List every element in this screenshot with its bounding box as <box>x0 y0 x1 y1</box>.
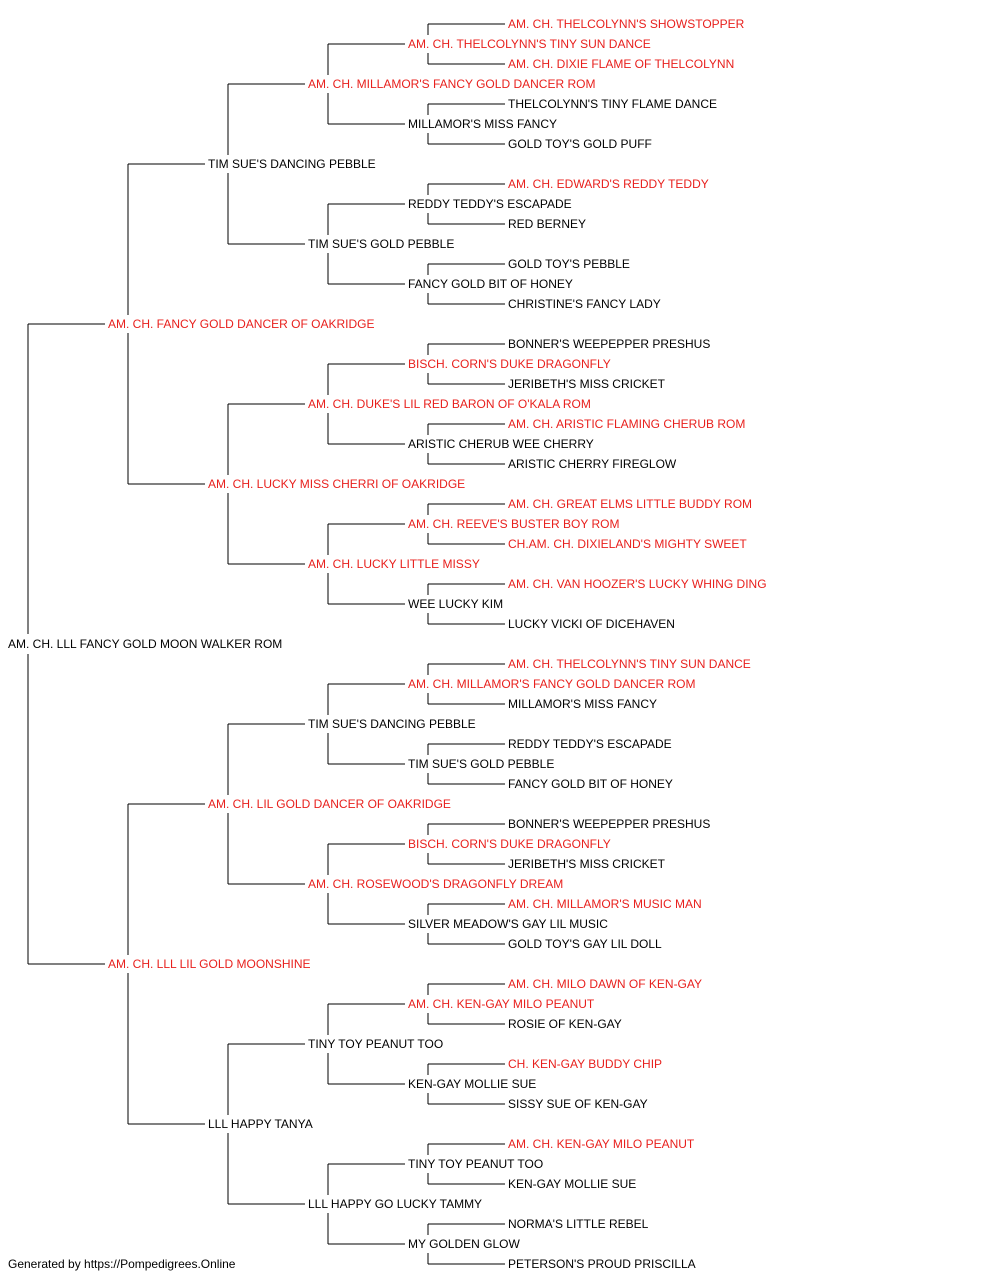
pedigree-name-sssd: MILLAMOR'S MISS FANCY <box>408 117 557 131</box>
pedigree-name-dsdds: AM. CH. MILLAMOR'S MUSIC MAN <box>508 897 702 911</box>
pedigree-name-sssdd: GOLD TOY'S GOLD PUFF <box>508 137 652 151</box>
pedigree-name-ssdds: GOLD TOY'S PEBBLE <box>508 257 630 271</box>
pedigree-name-ddss: AM. CH. KEN-GAY MILO PEANUT <box>408 997 595 1011</box>
pedigree-name-ddssd: ROSIE OF KEN-GAY <box>508 1017 622 1031</box>
pedigree-name-ssdd: FANCY GOLD BIT OF HONEY <box>408 277 573 291</box>
pedigree-name-ds: AM. CH. LIL GOLD DANCER OF OAKRIDGE <box>208 797 451 811</box>
pedigree-name-ssds: REDDY TEDDY'S ESCAPADE <box>408 197 572 211</box>
footer-credit: Generated by https://Pompedigrees.Online <box>8 1257 236 1271</box>
pedigree-name-dd: LLL HAPPY TANYA <box>208 1117 313 1131</box>
pedigree-name-sdddd: LUCKY VICKI OF DICEHAVEN <box>508 617 675 631</box>
pedigree-name-dsddd: GOLD TOY'S GAY LIL DOLL <box>508 937 662 951</box>
pedigree-name-dsdss: BONNER'S WEEPEPPER PRESHUS <box>508 817 710 831</box>
pedigree-name-sdss: BISCH. CORN'S DUKE DRAGONFLY <box>408 357 611 371</box>
pedigree-name-dsss: AM. CH. MILLAMOR'S FANCY GOLD DANCER ROM <box>408 677 695 691</box>
pedigree-name-sssds: THELCOLYNN'S TINY FLAME DANCE <box>508 97 717 111</box>
pedigree-name-sdsss: BONNER'S WEEPEPPER PRESHUS <box>508 337 710 351</box>
pedigree-name-sss: AM. CH. MILLAMOR'S FANCY GOLD DANCER ROM <box>308 77 595 91</box>
pedigree-name-ddd: LLL HAPPY GO LUCKY TAMMY <box>308 1197 482 1211</box>
pedigree-name-dssds: REDDY TEDDY'S ESCAPADE <box>508 737 672 751</box>
pedigree-name-ssddd: CHRISTINE'S FANCY LADY <box>508 297 661 311</box>
pedigree-name-dds: TINY TOY PEANUT TOO <box>308 1037 443 1051</box>
pedigree-name-ssss: AM. CH. THELCOLYNN'S TINY SUN DANCE <box>408 37 651 51</box>
pedigree-name-dsdd: SILVER MEADOW'S GAY LIL MUSIC <box>408 917 608 931</box>
pedigree-name-dddss: AM. CH. KEN-GAY MILO PEANUT <box>508 1137 695 1151</box>
pedigree-name-sd: AM. CH. LUCKY MISS CHERRI OF OAKRIDGE <box>208 477 465 491</box>
pedigree-name-sdsdd: ARISTIC CHERRY FIREGLOW <box>508 457 677 471</box>
pedigree-name-ssssd: AM. CH. DIXIE FLAME OF THELCOLYNN <box>508 57 734 71</box>
pedigree-name-dsssd: MILLAMOR'S MISS FANCY <box>508 697 657 711</box>
pedigree-name-sdssd: JERIBETH'S MISS CRICKET <box>508 377 666 391</box>
pedigree-name-sddd: WEE LUCKY KIM <box>408 597 503 611</box>
pedigree-name-sddsd: CH.AM. CH. DIXIELAND'S MIGHTY SWEET <box>508 537 747 551</box>
pedigree-name-ddsds: CH. KEN-GAY BUDDY CHIP <box>508 1057 662 1071</box>
pedigree-name-sddds: AM. CH. VAN HOOZER'S LUCKY WHING DING <box>508 577 767 591</box>
pedigree-name-ss: TIM SUE'S DANCING PEBBLE <box>208 157 376 171</box>
pedigree-name-ssdsd: RED BERNEY <box>508 217 586 231</box>
pedigree-name-dssss: AM. CH. THELCOLYNN'S TINY SUN DANCE <box>508 657 751 671</box>
pedigree-name-ddds: TINY TOY PEANUT TOO <box>408 1157 543 1171</box>
pedigree-name-ddddd: PETERSON'S PROUD PRISCILLA <box>508 1257 696 1271</box>
pedigree-name-sdsds: AM. CH. ARISTIC FLAMING CHERUB ROM <box>508 417 745 431</box>
pedigree-name-sddss: AM. CH. GREAT ELMS LITTLE BUDDY ROM <box>508 497 752 511</box>
pedigree-name-dddds: NORMA'S LITTLE REBEL <box>508 1217 649 1231</box>
pedigree-name-root: AM. CH. LLL FANCY GOLD MOON WALKER ROM <box>8 637 282 651</box>
pedigree-name-dsd: AM. CH. ROSEWOOD'S DRAGONFLY DREAM <box>308 877 563 891</box>
pedigree-name-dsds: BISCH. CORN'S DUKE DRAGONFLY <box>408 837 611 851</box>
pedigree-name-sssss: AM. CH. THELCOLYNN'S SHOWSTOPPER <box>508 17 745 31</box>
pedigree-name-sdd: AM. CH. LUCKY LITTLE MISSY <box>308 557 480 571</box>
pedigree-name-dsdsd: JERIBETH'S MISS CRICKET <box>508 857 666 871</box>
pedigree-name-dssdd: FANCY GOLD BIT OF HONEY <box>508 777 673 791</box>
pedigree-name-dddd: MY GOLDEN GLOW <box>408 1237 520 1251</box>
pedigree-name-dssd: TIM SUE'S GOLD PEBBLE <box>408 757 554 771</box>
pedigree-name-ddsss: AM. CH. MILO DAWN OF KEN-GAY <box>508 977 702 991</box>
pedigree-name-d: AM. CH. LLL LIL GOLD MOONSHINE <box>108 957 311 971</box>
pedigree-name-dddsd: KEN-GAY MOLLIE SUE <box>508 1177 636 1191</box>
pedigree-name-sdsd: ARISTIC CHERUB WEE CHERRY <box>408 437 594 451</box>
pedigree-name-ddsd: KEN-GAY MOLLIE SUE <box>408 1077 536 1091</box>
pedigree-name-sdds: AM. CH. REEVE'S BUSTER BOY ROM <box>408 517 619 531</box>
pedigree-name-ddsdd: SISSY SUE OF KEN-GAY <box>508 1097 648 1111</box>
pedigree-name-dss: TIM SUE'S DANCING PEBBLE <box>308 717 476 731</box>
pedigree-name-ssd: TIM SUE'S GOLD PEBBLE <box>308 237 454 251</box>
pedigree-name-s: AM. CH. FANCY GOLD DANCER OF OAKRIDGE <box>108 317 374 331</box>
pedigree-name-sds: AM. CH. DUKE'S LIL RED BARON OF O'KALA R… <box>308 397 591 411</box>
pedigree-name-ssdss: AM. CH. EDWARD'S REDDY TEDDY <box>508 177 709 191</box>
